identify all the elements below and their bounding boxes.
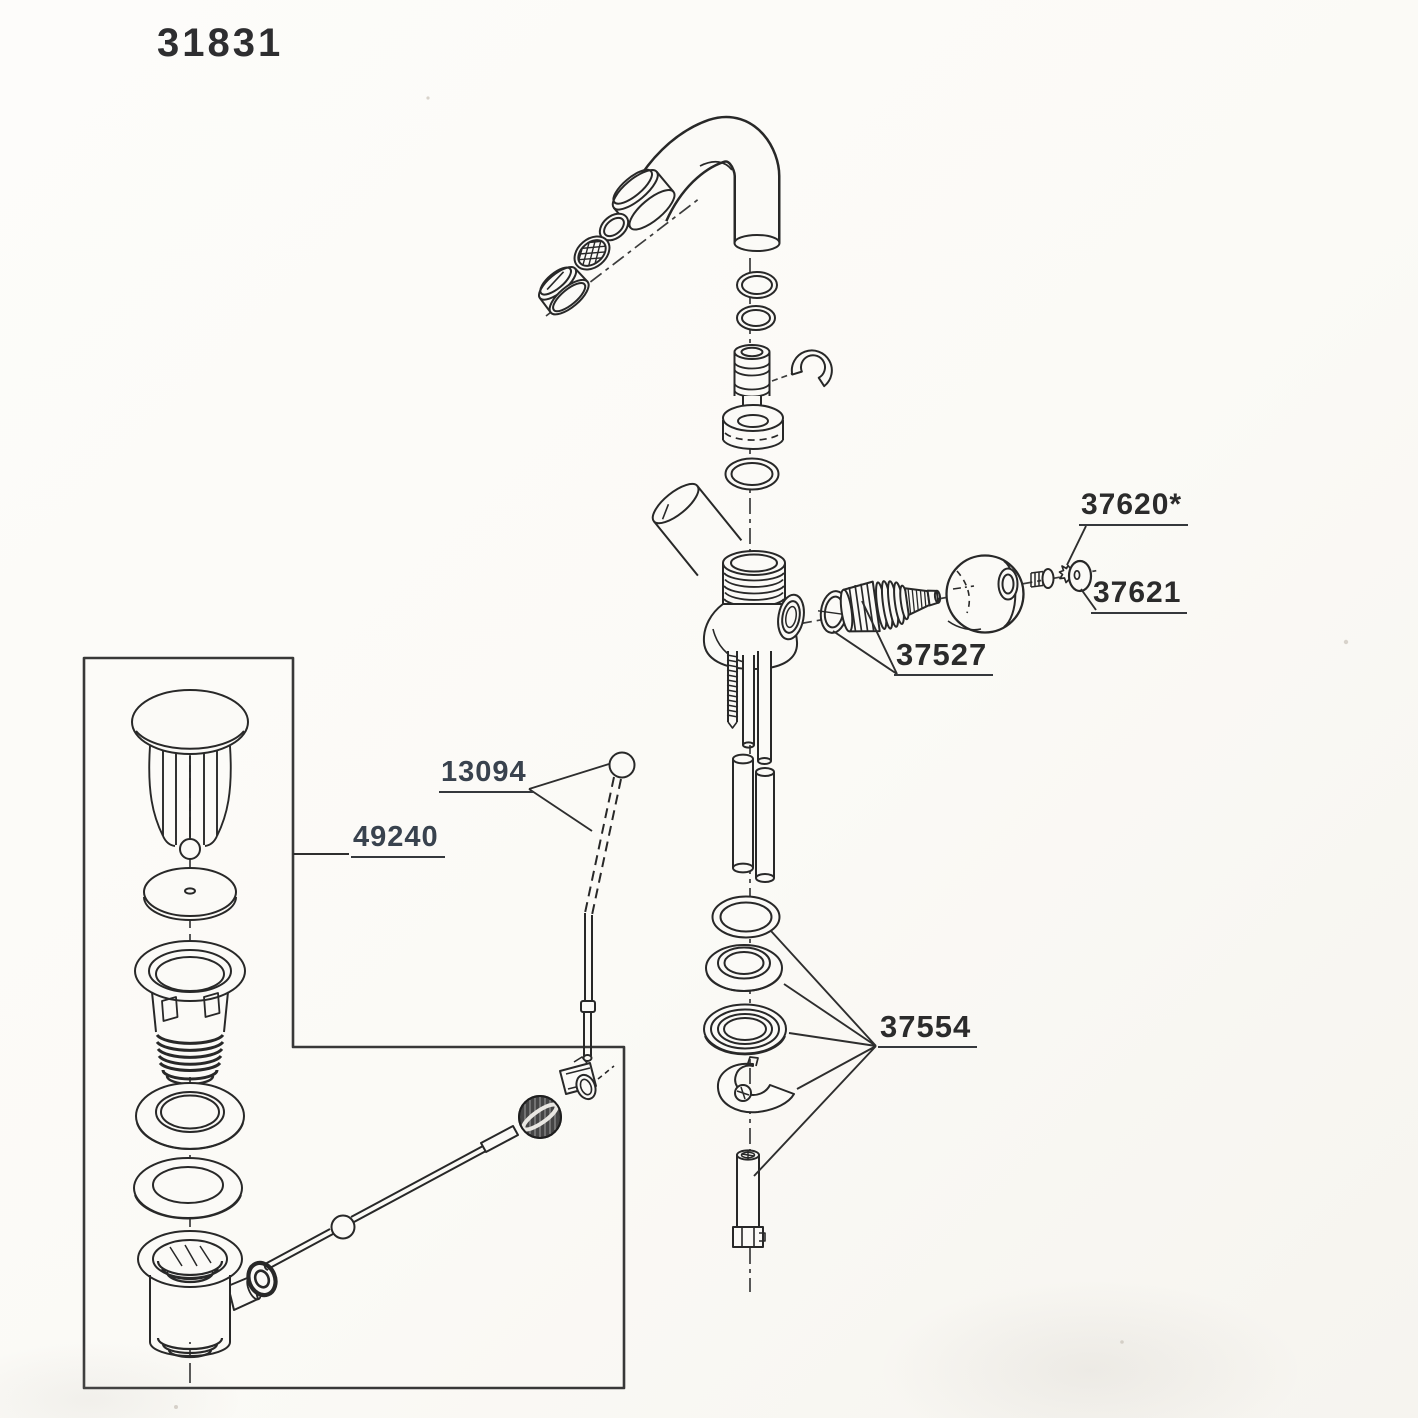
aerator-cap bbox=[538, 266, 590, 316]
part-label-37620: 37620* bbox=[1079, 488, 1189, 527]
drain-washer bbox=[143, 867, 237, 921]
nipple-clip bbox=[790, 349, 833, 388]
drawing-number: 31831 bbox=[157, 21, 284, 65]
rod-clip bbox=[559, 1056, 615, 1101]
aerator-screen bbox=[573, 235, 611, 271]
part-label-37554: 37554 bbox=[878, 1010, 978, 1049]
drain-flange bbox=[134, 940, 246, 1086]
mounting-stud bbox=[732, 1149, 766, 1248]
mounting-clamp bbox=[716, 1056, 795, 1114]
spout-flange bbox=[722, 404, 784, 450]
part-label-49240: 49240 bbox=[351, 821, 445, 859]
drain-gasket bbox=[133, 1157, 243, 1220]
pivot-rod bbox=[263, 1125, 519, 1271]
part-label-37527: 37527 bbox=[894, 638, 994, 677]
drain-body bbox=[137, 1230, 262, 1359]
pivot-seal bbox=[246, 1260, 278, 1298]
flange-oring bbox=[724, 457, 780, 491]
drain-stopper bbox=[131, 689, 249, 860]
faucet-body bbox=[651, 482, 805, 670]
seal-stack bbox=[703, 895, 787, 1056]
valve-cartridge bbox=[839, 580, 942, 633]
handle-screw bbox=[1030, 568, 1055, 589]
mounting-hardware bbox=[726, 650, 739, 729]
part-label-13094: 13094 bbox=[439, 756, 533, 794]
part-label-37621: 37621 bbox=[1091, 576, 1188, 615]
index-cap bbox=[1067, 559, 1093, 593]
centerlines bbox=[189, 197, 1101, 1384]
spout-collar bbox=[611, 168, 676, 231]
pivot-nut bbox=[518, 1095, 562, 1139]
lift-rod bbox=[580, 751, 636, 1062]
drain-bevel-washer bbox=[135, 1082, 245, 1150]
drain-assembly-box bbox=[82, 656, 626, 1390]
handle-knob bbox=[945, 554, 1025, 634]
spout-orings bbox=[736, 271, 778, 331]
leader-lines bbox=[293, 525, 1097, 1177]
supply-tubes bbox=[732, 651, 775, 883]
scan-speckles bbox=[174, 96, 1349, 1409]
